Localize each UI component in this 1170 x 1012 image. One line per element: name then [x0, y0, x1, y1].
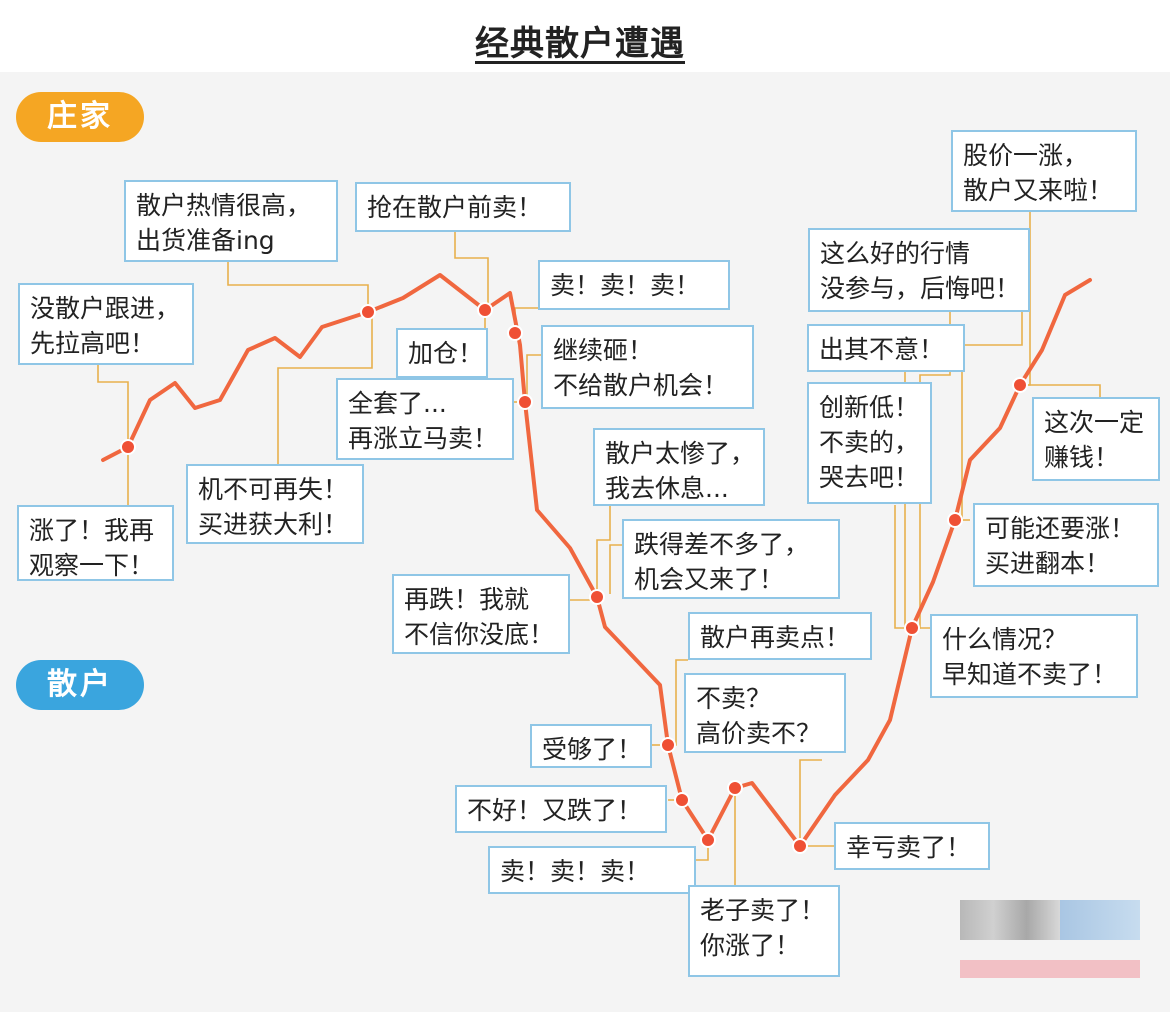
connector-line	[454, 232, 489, 310]
event-dot	[120, 439, 136, 455]
event-dot	[700, 832, 716, 848]
annotation-box: 再跌！我就 不信你没底！	[392, 574, 570, 654]
event-dot	[904, 620, 920, 636]
annotation-box: 老子卖了！ 你涨了！	[688, 885, 840, 977]
annotation-box: 机不可再失！ 买进获大利！	[186, 464, 364, 544]
connector-line	[609, 544, 625, 594]
annotation-box: 不卖？ 高价卖不？	[684, 673, 846, 753]
annotation-box: 不好！又跌了！	[455, 785, 667, 833]
page-title: 经典散户遭遇	[475, 24, 685, 64]
annotation-box: 这次一定 赚钱！	[1032, 397, 1160, 481]
connector-line	[97, 365, 129, 447]
event-dot	[792, 838, 808, 854]
annotation-box: 没散户跟进， 先拉高吧！	[18, 283, 194, 365]
connector-line	[1020, 384, 1101, 397]
annotation-box: 这么好的行情 没参与，后悔吧！	[808, 228, 1030, 312]
connector-line	[227, 262, 369, 312]
annotation-box: 幸亏卖了！	[834, 822, 990, 870]
annotation-box: 抢在散户前卖！	[355, 182, 571, 232]
annotation-box: 继续砸！ 不给散户机会！	[541, 325, 754, 409]
event-markers	[120, 302, 1028, 854]
price-line	[101, 273, 1092, 848]
annotation-box: 创新低！ 不卖的， 哭去吧！	[807, 382, 932, 504]
event-dot	[507, 325, 523, 341]
connector-line	[526, 354, 543, 398]
event-dot	[360, 304, 376, 320]
annotation-box: 散户再卖点！	[688, 612, 872, 660]
header-band	[0, 0, 1170, 72]
event-dot	[660, 737, 676, 753]
annotation-box: 受够了！	[530, 724, 652, 768]
annotation-box: 散户太惨了， 我去休息...	[593, 428, 765, 506]
connector-line	[799, 759, 822, 846]
annotation-box: 出其不意！	[807, 324, 965, 372]
retail-label: 散户	[16, 660, 144, 710]
event-dot	[589, 589, 605, 605]
event-dot	[947, 512, 963, 528]
annotation-box: 卖！卖！卖！	[488, 846, 696, 894]
annotation-box: 全套了... 再涨立马卖！	[336, 378, 514, 460]
annotation-box: 股价一涨， 散户又来啦！	[951, 130, 1137, 212]
annotation-box: 涨了！我再 观察一下！	[17, 505, 174, 581]
event-dot	[674, 792, 690, 808]
connector-line	[596, 502, 611, 597]
banker-label: 庄家	[16, 92, 144, 142]
annotation-box: 跌得差不多了， 机会又来了！	[622, 519, 840, 599]
annotation-box: 加仓！	[396, 328, 488, 378]
event-dot	[517, 394, 533, 410]
annotation-box: 卖！卖！卖！	[538, 260, 730, 310]
event-dot	[727, 780, 743, 796]
watermark	[960, 900, 1140, 980]
event-dot	[477, 302, 493, 318]
connector-line	[894, 505, 912, 629]
annotation-box: 可能还要涨！ 买进翻本！	[973, 503, 1159, 587]
event-dot	[1012, 377, 1028, 393]
annotation-box: 散户热情很高， 出货准备ing	[124, 180, 338, 262]
annotation-box: 什么情况？ 早知道不卖了！	[930, 614, 1138, 698]
